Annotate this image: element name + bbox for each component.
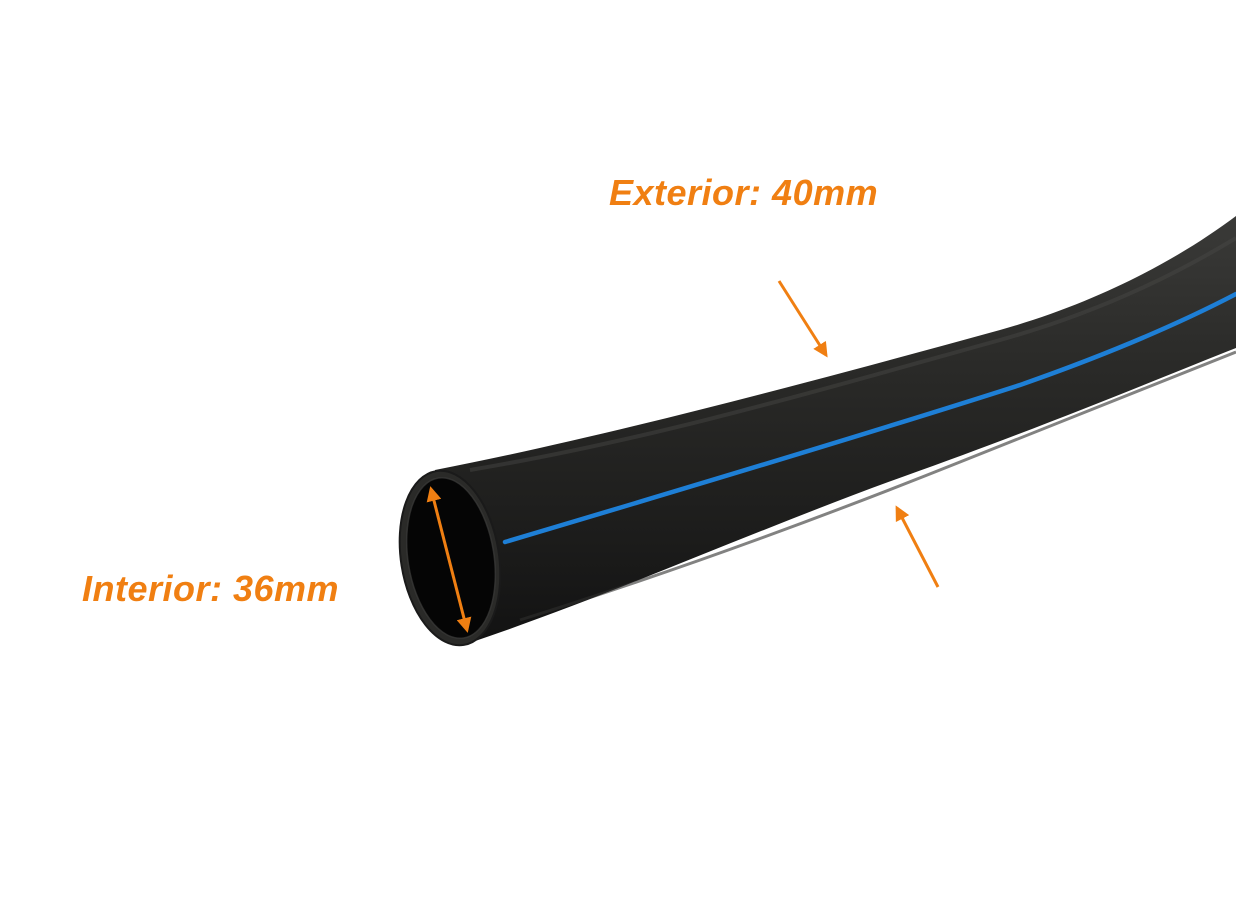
pipe-highlight [469, 236, 1236, 472]
pipe-stripe [502, 291, 1236, 545]
pipe-highlight-lower [519, 350, 1236, 622]
exterior-arrow-top [777, 280, 828, 358]
exterior-arrow-bottom [895, 505, 940, 588]
pipe-inner-edge [405, 476, 497, 640]
pipe-body [435, 216, 1236, 645]
interior-diameter-label: Interior: 36mm [82, 568, 340, 609]
interior-arrow [426, 486, 472, 633]
exterior-diameter-label: Exterior: 40mm [609, 172, 879, 213]
